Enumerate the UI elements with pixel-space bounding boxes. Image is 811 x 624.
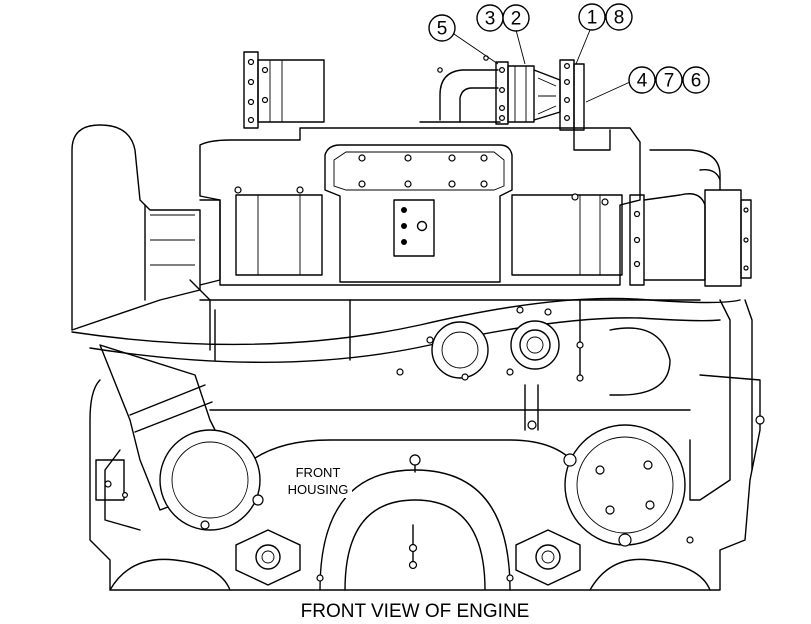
callout-8: 8 — [605, 3, 633, 31]
engine-block — [89, 299, 761, 591]
callout-3-label: 3 — [485, 9, 496, 30]
callout-2: 2 — [502, 4, 530, 32]
callout-8-label: 8 — [614, 8, 625, 29]
callout-7: 7 — [655, 66, 683, 94]
callout-5-label: 5 — [437, 19, 448, 40]
front-housing — [109, 415, 765, 591]
exhaust-manifold — [199, 127, 752, 287]
callout-leaders — [453, 29, 631, 103]
callout-7-label: 7 — [664, 71, 675, 92]
callout-1: 1 — [578, 3, 606, 31]
callout-4-label: 4 — [637, 71, 648, 92]
callout-6: 6 — [682, 66, 710, 94]
front-housing-line2: HOUSING — [288, 482, 349, 497]
callout-4: 4 — [628, 66, 656, 94]
top-exhaust-pipes — [243, 51, 611, 151]
front-housing-line1: FRONT — [296, 465, 341, 480]
callout-6-label: 6 — [691, 71, 702, 92]
left-air-intake — [71, 124, 221, 351]
callout-1-label: 1 — [587, 8, 598, 29]
callout-3: 3 — [476, 4, 504, 32]
callout-2-label: 2 — [511, 9, 522, 30]
callout-5: 5 — [428, 14, 456, 42]
diagram-caption: FRONT VIEW OF ENGINE — [301, 601, 530, 622]
front-housing-label: FRONT HOUSING — [286, 462, 352, 498]
